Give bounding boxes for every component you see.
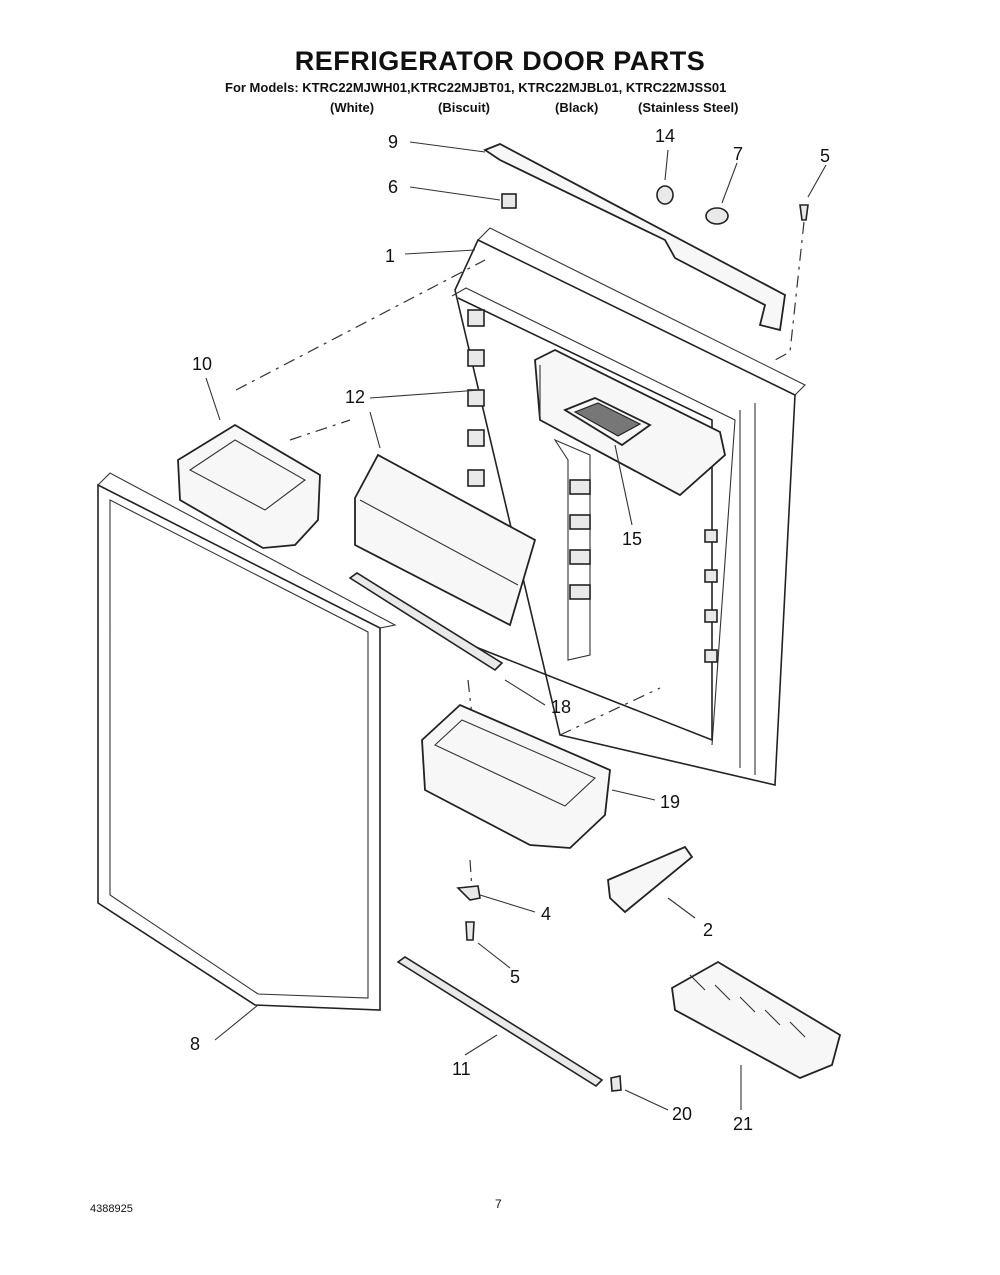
callout-12: 12 — [345, 387, 365, 407]
door-liner — [451, 227, 806, 786]
variant-black: (Black) — [555, 100, 599, 115]
callout-7: 7 — [733, 144, 743, 164]
callout-4: 4 — [541, 904, 551, 924]
page-title: REFRIGERATOR DOOR PARTS — [294, 46, 706, 76]
trim-clip — [610, 1075, 622, 1092]
callout-20: 20 — [672, 1104, 692, 1124]
top-trim — [483, 143, 786, 332]
leader-lines — [205, 141, 827, 1111]
callout-5-bottom: 5 — [510, 967, 520, 987]
callout-10: 10 — [192, 354, 212, 374]
upper-door-bin — [177, 423, 321, 549]
callout-6: 6 — [388, 177, 398, 197]
dairy-door-cover — [354, 453, 537, 627]
bottom-trim — [396, 956, 604, 1088]
callout-19: 19 — [660, 792, 680, 812]
page-number: 7 — [495, 1197, 502, 1211]
callout-1: 1 — [385, 246, 395, 266]
lower-door-bin — [421, 703, 611, 849]
models-line: For Models: KTRC22MJWH01,KTRC22MJBT01, K… — [225, 80, 727, 95]
callout-11: 11 — [452, 1059, 471, 1079]
variant-biscuit: (Biscuit) — [438, 100, 490, 115]
callout-2: 2 — [703, 920, 713, 940]
variant-white: (White) — [330, 100, 375, 115]
document-number: 4388925 — [90, 1203, 133, 1215]
callout-5-top: 5 — [820, 146, 830, 166]
callout-18: 18 — [551, 697, 571, 717]
egg-tray — [671, 960, 842, 1079]
hardware-bottom — [456, 859, 481, 941]
callout-14: 14 — [655, 126, 675, 146]
callout-9: 9 — [388, 132, 398, 152]
callout-15: 15 — [622, 529, 642, 549]
bin-divider — [607, 845, 694, 914]
variant-stainless: (Stainless Steel) — [638, 100, 739, 115]
hardware-top — [501, 185, 809, 361]
callout-21: 21 — [733, 1114, 753, 1134]
door-gasket — [97, 472, 397, 1011]
callout-8: 8 — [190, 1034, 200, 1054]
